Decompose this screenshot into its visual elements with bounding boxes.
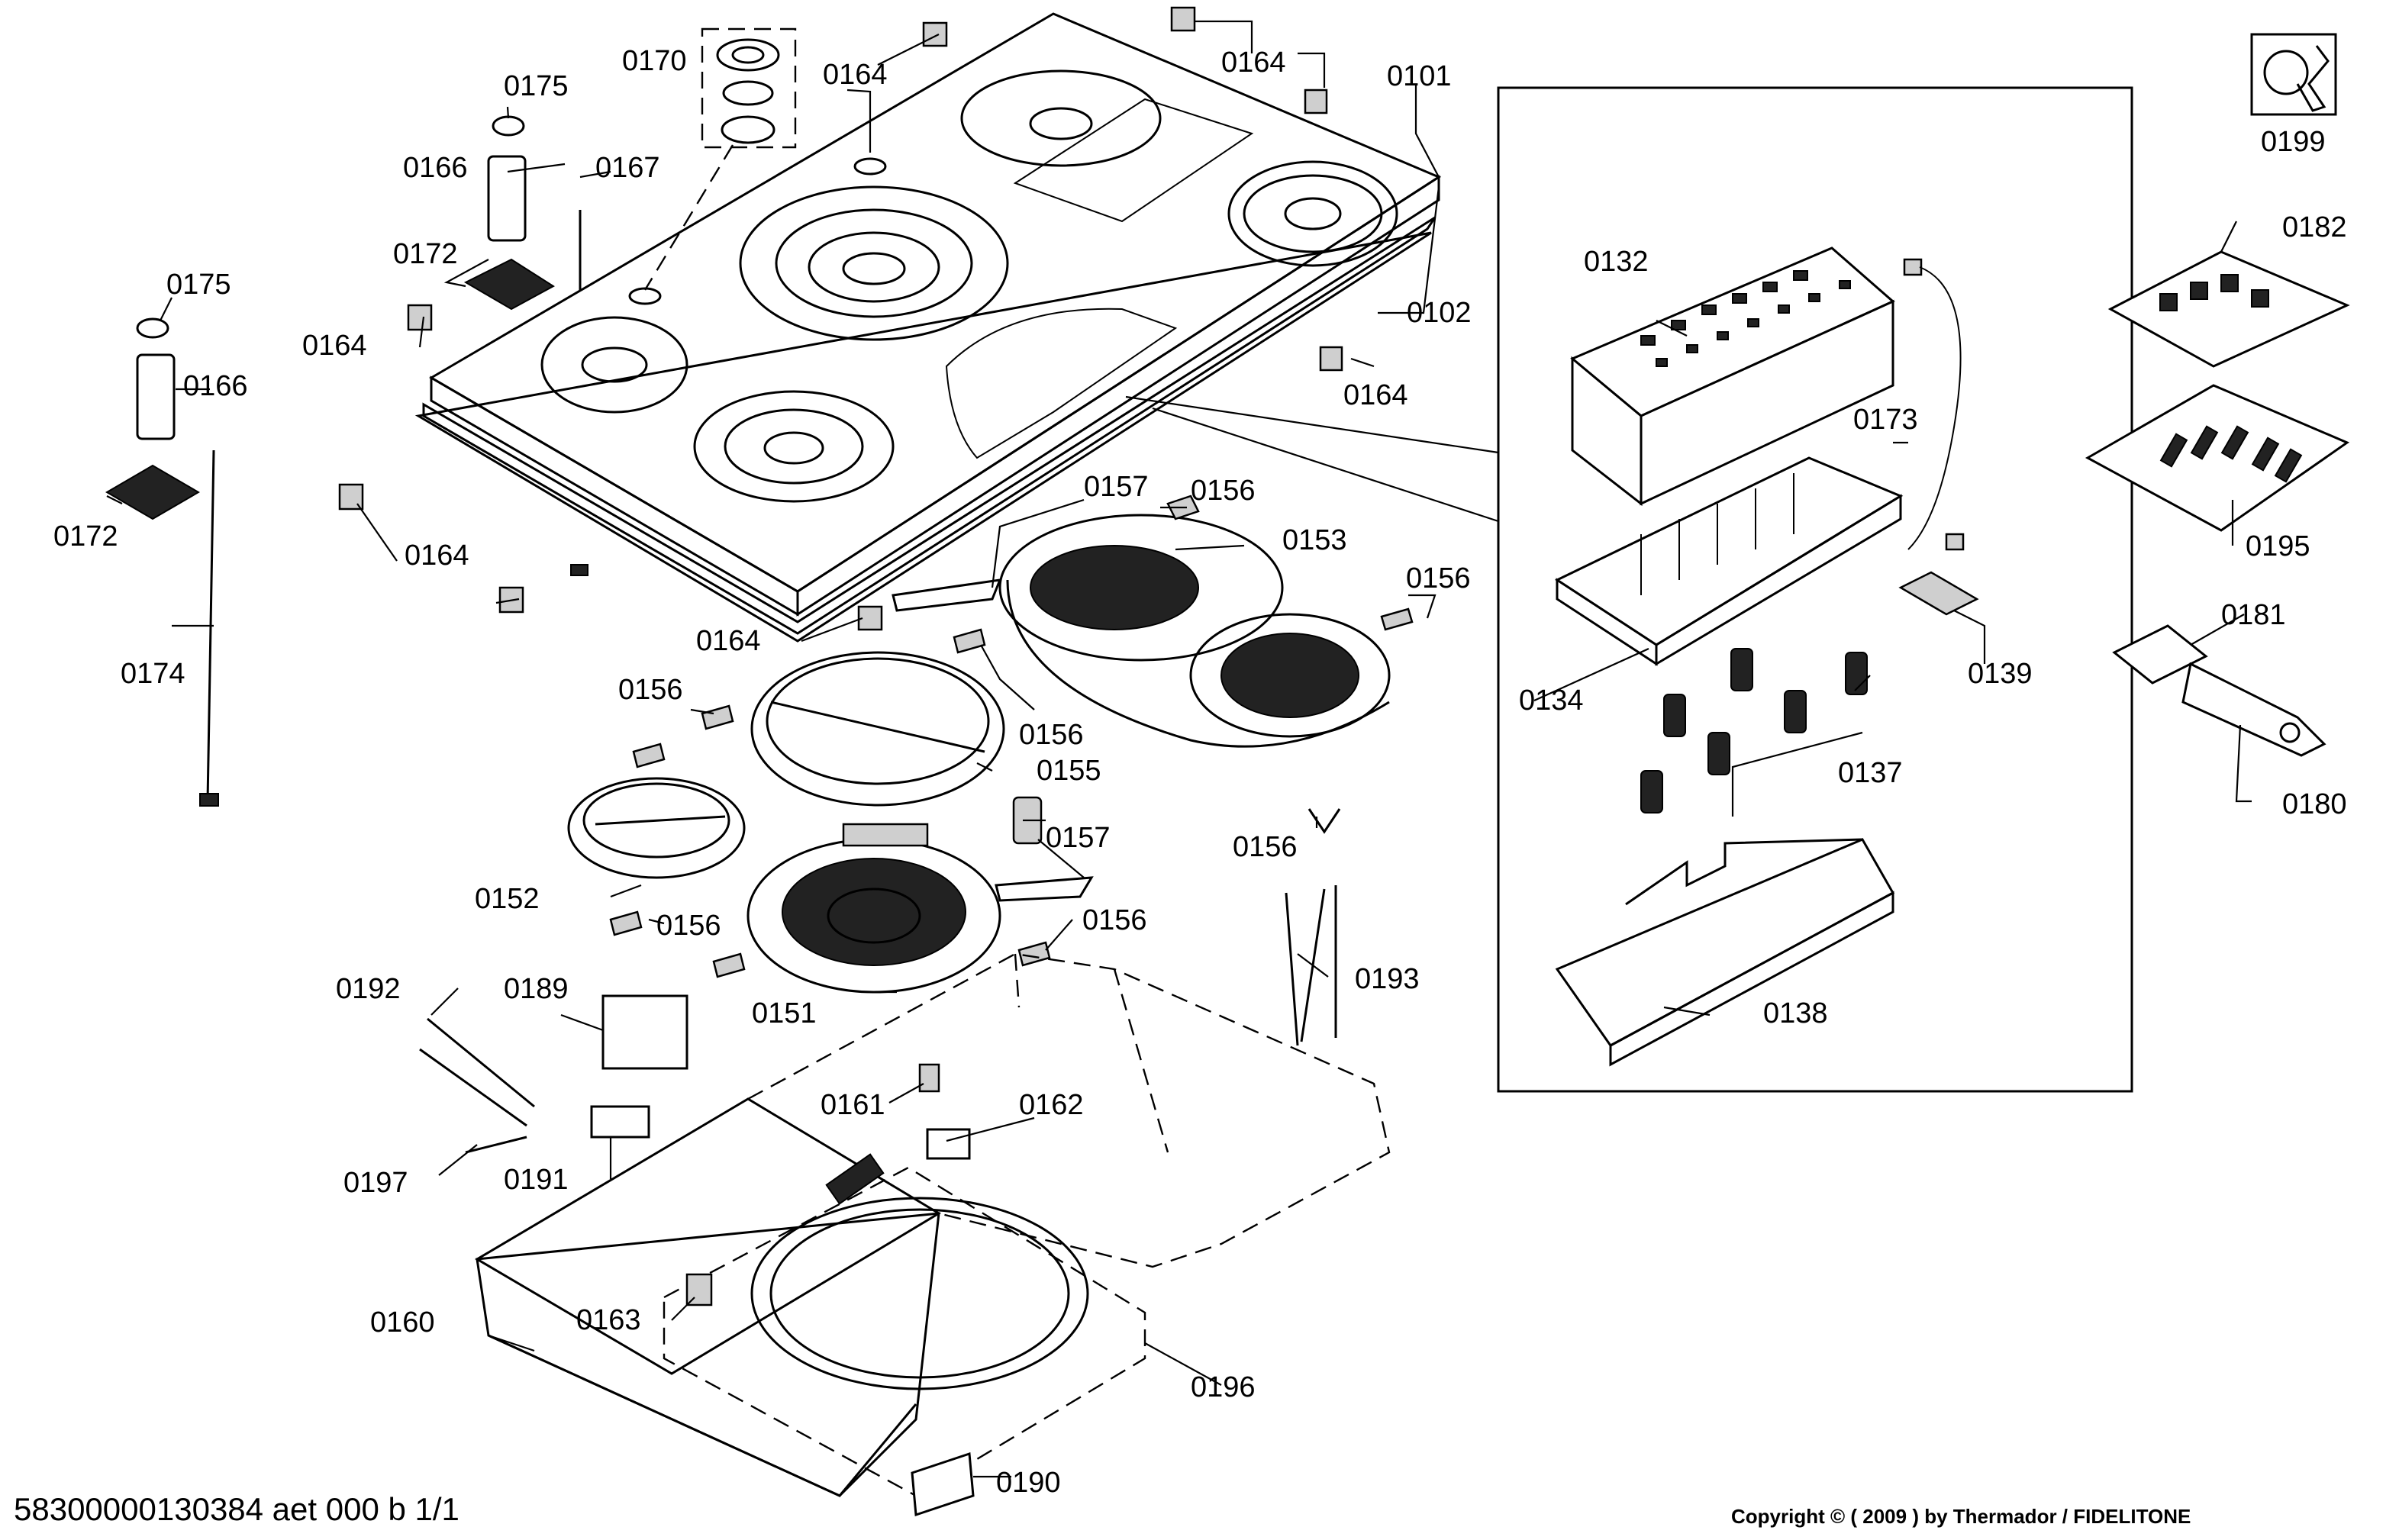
large-radiant-element bbox=[746, 823, 1001, 994]
limiter-bracket bbox=[995, 876, 1094, 902]
cable-clip bbox=[685, 1273, 713, 1306]
callout-0162: 0162 bbox=[1019, 1089, 1084, 1121]
callout-0132: 0132 bbox=[1584, 246, 1649, 278]
radiant-element-ring bbox=[750, 651, 1005, 807]
callout-0156: 0156 bbox=[1082, 904, 1147, 936]
callout-0161: 0161 bbox=[821, 1089, 885, 1121]
callout-0164: 0164 bbox=[405, 540, 469, 572]
callout-0192: 0192 bbox=[336, 973, 401, 1005]
strain-relief bbox=[926, 1128, 971, 1160]
callout-0180: 0180 bbox=[2282, 788, 2347, 820]
callout-0156: 0156 bbox=[618, 674, 683, 706]
callout-0156: 0156 bbox=[1233, 831, 1298, 863]
fan-bracket bbox=[601, 994, 688, 1070]
callout-0175: 0175 bbox=[504, 70, 569, 102]
callout-0101: 0101 bbox=[1387, 60, 1452, 92]
callout-0155: 0155 bbox=[1037, 755, 1101, 787]
service-wrench-icon bbox=[2250, 33, 2337, 116]
callout-0152: 0152 bbox=[475, 883, 540, 915]
callout-0166: 0166 bbox=[403, 152, 468, 184]
callout-0193: 0193 bbox=[1355, 963, 1420, 995]
small-radiant-element bbox=[567, 777, 746, 879]
connector-board bbox=[1898, 571, 1979, 616]
callout-0167: 0167 bbox=[595, 152, 660, 184]
terminal-block bbox=[590, 1105, 650, 1139]
callout-0166: 0166 bbox=[183, 370, 248, 402]
control-board bbox=[1570, 246, 1965, 551]
callout-0197: 0197 bbox=[343, 1167, 408, 1199]
callout-0156: 0156 bbox=[1406, 562, 1471, 594]
screw-bag bbox=[2085, 384, 2350, 532]
callout-0157: 0157 bbox=[1084, 471, 1149, 503]
limiter-bracket-upper bbox=[892, 578, 1002, 612]
callout-0190: 0190 bbox=[996, 1467, 1061, 1499]
callout-0172: 0172 bbox=[393, 238, 458, 270]
mounting-clips bbox=[609, 495, 1414, 978]
control-cover bbox=[1555, 838, 1895, 1067]
callout-0174: 0174 bbox=[121, 658, 185, 690]
callout-0138: 0138 bbox=[1763, 997, 1828, 1029]
callout-0137: 0137 bbox=[1838, 757, 1903, 789]
bottom-housing bbox=[475, 952, 1391, 1497]
callout-0156: 0156 bbox=[656, 910, 721, 942]
switch-assembly-lower bbox=[105, 317, 200, 520]
callout-0164: 0164 bbox=[823, 59, 888, 91]
callout-0164: 0164 bbox=[696, 625, 761, 657]
callout-0196: 0196 bbox=[1191, 1371, 1256, 1403]
callout-0151: 0151 bbox=[752, 997, 817, 1029]
callout-0102: 0102 bbox=[1407, 297, 1472, 329]
cooktop-gasket bbox=[414, 216, 1436, 643]
callout-0195: 0195 bbox=[2246, 530, 2310, 562]
callout-0173: 0173 bbox=[1853, 404, 1918, 436]
callout-0175: 0175 bbox=[166, 269, 231, 301]
callout-0153: 0153 bbox=[1282, 524, 1347, 556]
callout-0170: 0170 bbox=[622, 45, 687, 77]
callout-0160: 0160 bbox=[370, 1306, 435, 1339]
control-housing-tray bbox=[1554, 456, 1904, 666]
switch-assembly-upper bbox=[463, 115, 555, 311]
copyright-notice: Copyright © ( 2009 ) by Thermador / FIDE… bbox=[1731, 1505, 2191, 1528]
document-id: 58300000130384 aet 000 b 1/1 bbox=[14, 1491, 459, 1527]
callout-0199: 0199 bbox=[2261, 126, 2326, 158]
callout-0181: 0181 bbox=[2221, 599, 2286, 631]
callout-0139: 0139 bbox=[1968, 658, 2033, 690]
callout-0189: 0189 bbox=[504, 973, 569, 1005]
dual-radiant-element bbox=[998, 514, 1391, 748]
knob-seal-set bbox=[643, 27, 797, 291]
control-module-frame bbox=[1497, 86, 2133, 1093]
callout-0164: 0164 bbox=[1221, 47, 1286, 79]
callout-0164: 0164 bbox=[1343, 379, 1408, 411]
callout-labels: 0101 0102 0164 0164 0164 0164 0164 0164 … bbox=[53, 45, 2347, 1499]
parts-bag-accessory bbox=[2107, 250, 2350, 368]
leader-lines bbox=[106, 20, 2252, 1478]
callout-0172: 0172 bbox=[53, 520, 118, 553]
callout-0157: 0157 bbox=[1046, 822, 1111, 854]
springs bbox=[1640, 648, 1868, 813]
connector-clip bbox=[918, 1063, 940, 1093]
callout-0191: 0191 bbox=[504, 1164, 569, 1196]
callout-0164: 0164 bbox=[302, 330, 367, 362]
scraper-tool bbox=[2112, 624, 2326, 757]
callout-0156: 0156 bbox=[1019, 719, 1084, 751]
rating-label bbox=[911, 1451, 975, 1517]
callout-0163: 0163 bbox=[576, 1304, 641, 1336]
callout-0134: 0134 bbox=[1519, 685, 1584, 717]
callout-0182: 0182 bbox=[2282, 211, 2347, 243]
glass-cooktop bbox=[429, 12, 1442, 617]
callout-0156: 0156 bbox=[1191, 475, 1256, 507]
